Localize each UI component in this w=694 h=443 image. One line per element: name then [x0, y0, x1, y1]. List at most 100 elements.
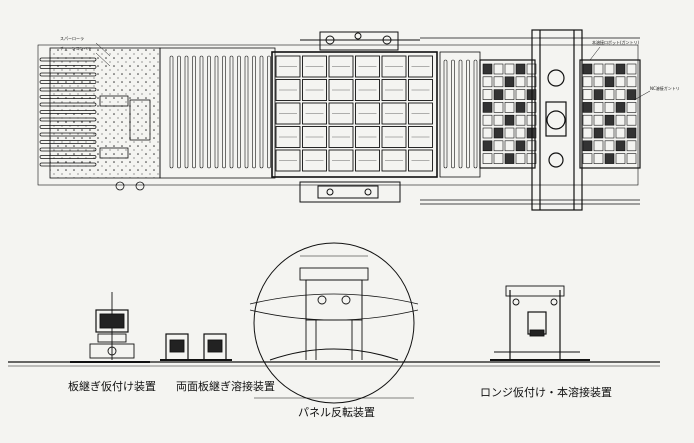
block-cell: [504, 76, 515, 88]
block-cell: [626, 140, 637, 152]
block-cell: [582, 140, 593, 152]
transfer-lane: [244, 55, 249, 169]
block-cell: [615, 153, 626, 164]
conveyor-slot: [39, 65, 97, 69]
transfer-lane: [169, 55, 174, 169]
conveyor-slot: [39, 57, 97, 62]
block-cell: [593, 127, 604, 139]
middle-lane: [443, 59, 448, 169]
block-cell: [593, 114, 604, 126]
transfer-lane: [222, 55, 226, 169]
block-cell: [593, 63, 604, 75]
transfer-lane: [214, 55, 219, 169]
grid-cell: [408, 55, 433, 78]
conveyor-slot: [39, 155, 97, 159]
block-cell: [482, 102, 493, 113]
grid-cell: [328, 149, 354, 172]
station-panel-turnover: [249, 242, 419, 404]
transfer-lane: [207, 55, 211, 169]
grid-cell: [381, 126, 407, 148]
block-cell: [582, 76, 593, 88]
block-cell: [504, 153, 515, 164]
transfer-lane: [252, 55, 256, 169]
transfer-lane: [229, 55, 234, 169]
tack-units: [99, 95, 151, 191]
grid-cell: [381, 102, 407, 125]
station-longi-weld: [490, 285, 590, 361]
middle-lane: [466, 59, 470, 169]
caption-plate-tack-station: 板継ぎ仮付け装置: [68, 379, 156, 393]
conveyor-slot: [39, 110, 97, 114]
conveyor-slot: [39, 95, 97, 99]
block-cell: [504, 127, 515, 139]
block-cell: [626, 102, 637, 113]
grid-cell: [355, 79, 380, 101]
grid-cell: [328, 102, 354, 125]
block-cell: [515, 127, 526, 139]
caption-double-weld-station: 両面板継ぎ溶接装置: [176, 379, 275, 393]
transfer-lane: [267, 55, 271, 169]
grid-cell: [302, 149, 327, 172]
transfer-lane: [192, 55, 196, 169]
label-nc-gantry: NC溶接ガントリ: [650, 85, 680, 91]
grid-cell: [275, 149, 301, 172]
conveyor-slot: [39, 162, 97, 167]
block-cell: [515, 140, 526, 152]
grid-cell: [408, 149, 433, 172]
block-cell: [482, 114, 493, 126]
conveyor-slot: [39, 72, 97, 77]
caption-longi-weld-station: ロンジ仮付け・本溶接装置: [480, 385, 612, 399]
block-cell: [493, 63, 504, 75]
block-cell: [482, 127, 493, 139]
block-cell: [493, 127, 504, 139]
conveyor-slot: [39, 140, 97, 144]
conveyor-slot: [39, 117, 97, 122]
block-cell: [604, 76, 615, 88]
block-cell: [604, 114, 615, 126]
block-cell: [504, 102, 515, 113]
welding-table-grid: [271, 51, 438, 178]
block-cell: [493, 114, 504, 126]
transfer-lane: [184, 55, 189, 169]
grid-cell: [355, 149, 380, 172]
transfer-lane: [199, 55, 204, 169]
block-cell: [615, 114, 626, 126]
conveyor-slot: [39, 87, 97, 92]
conveyor-slot: [39, 132, 97, 137]
block-cell: [604, 63, 615, 75]
block-cell: [615, 63, 626, 75]
grid-cell: [275, 55, 301, 78]
grid-cell: [355, 126, 380, 148]
caption-panel-turnover-station: パネル反転装置: [298, 406, 375, 419]
block-cell: [504, 114, 515, 126]
block-cell: [515, 114, 526, 126]
label-spar-roller: スパーローラ: [60, 35, 84, 41]
grid-cell: [275, 102, 301, 125]
grid-cell: [408, 126, 433, 148]
grid-cell: [302, 79, 327, 101]
grid-cell: [328, 55, 354, 78]
block-cell: [604, 102, 615, 113]
grid-cell: [328, 126, 354, 148]
block-cell: [482, 140, 493, 152]
transfer-lanes: [159, 47, 276, 179]
bottom-carriage: [299, 181, 401, 203]
grid-cell: [302, 55, 327, 78]
block-cell: [593, 89, 604, 100]
conveyor-slot: [39, 125, 97, 129]
block-cell: [493, 140, 504, 152]
block-cell: [482, 76, 493, 88]
conveyor-slot: [39, 102, 97, 107]
block-cell: [604, 127, 615, 139]
longitudinal-block-area-right: [579, 59, 641, 169]
station-plate-tack: [70, 292, 150, 363]
middle-lane: [458, 59, 463, 169]
block-cell: [615, 89, 626, 100]
conveyor-slot: [39, 80, 97, 84]
grid-cell: [381, 55, 407, 78]
grid-cell: [355, 102, 380, 125]
block-cell: [593, 76, 604, 88]
block-cell: [626, 127, 637, 139]
grid-cell: [328, 79, 354, 101]
